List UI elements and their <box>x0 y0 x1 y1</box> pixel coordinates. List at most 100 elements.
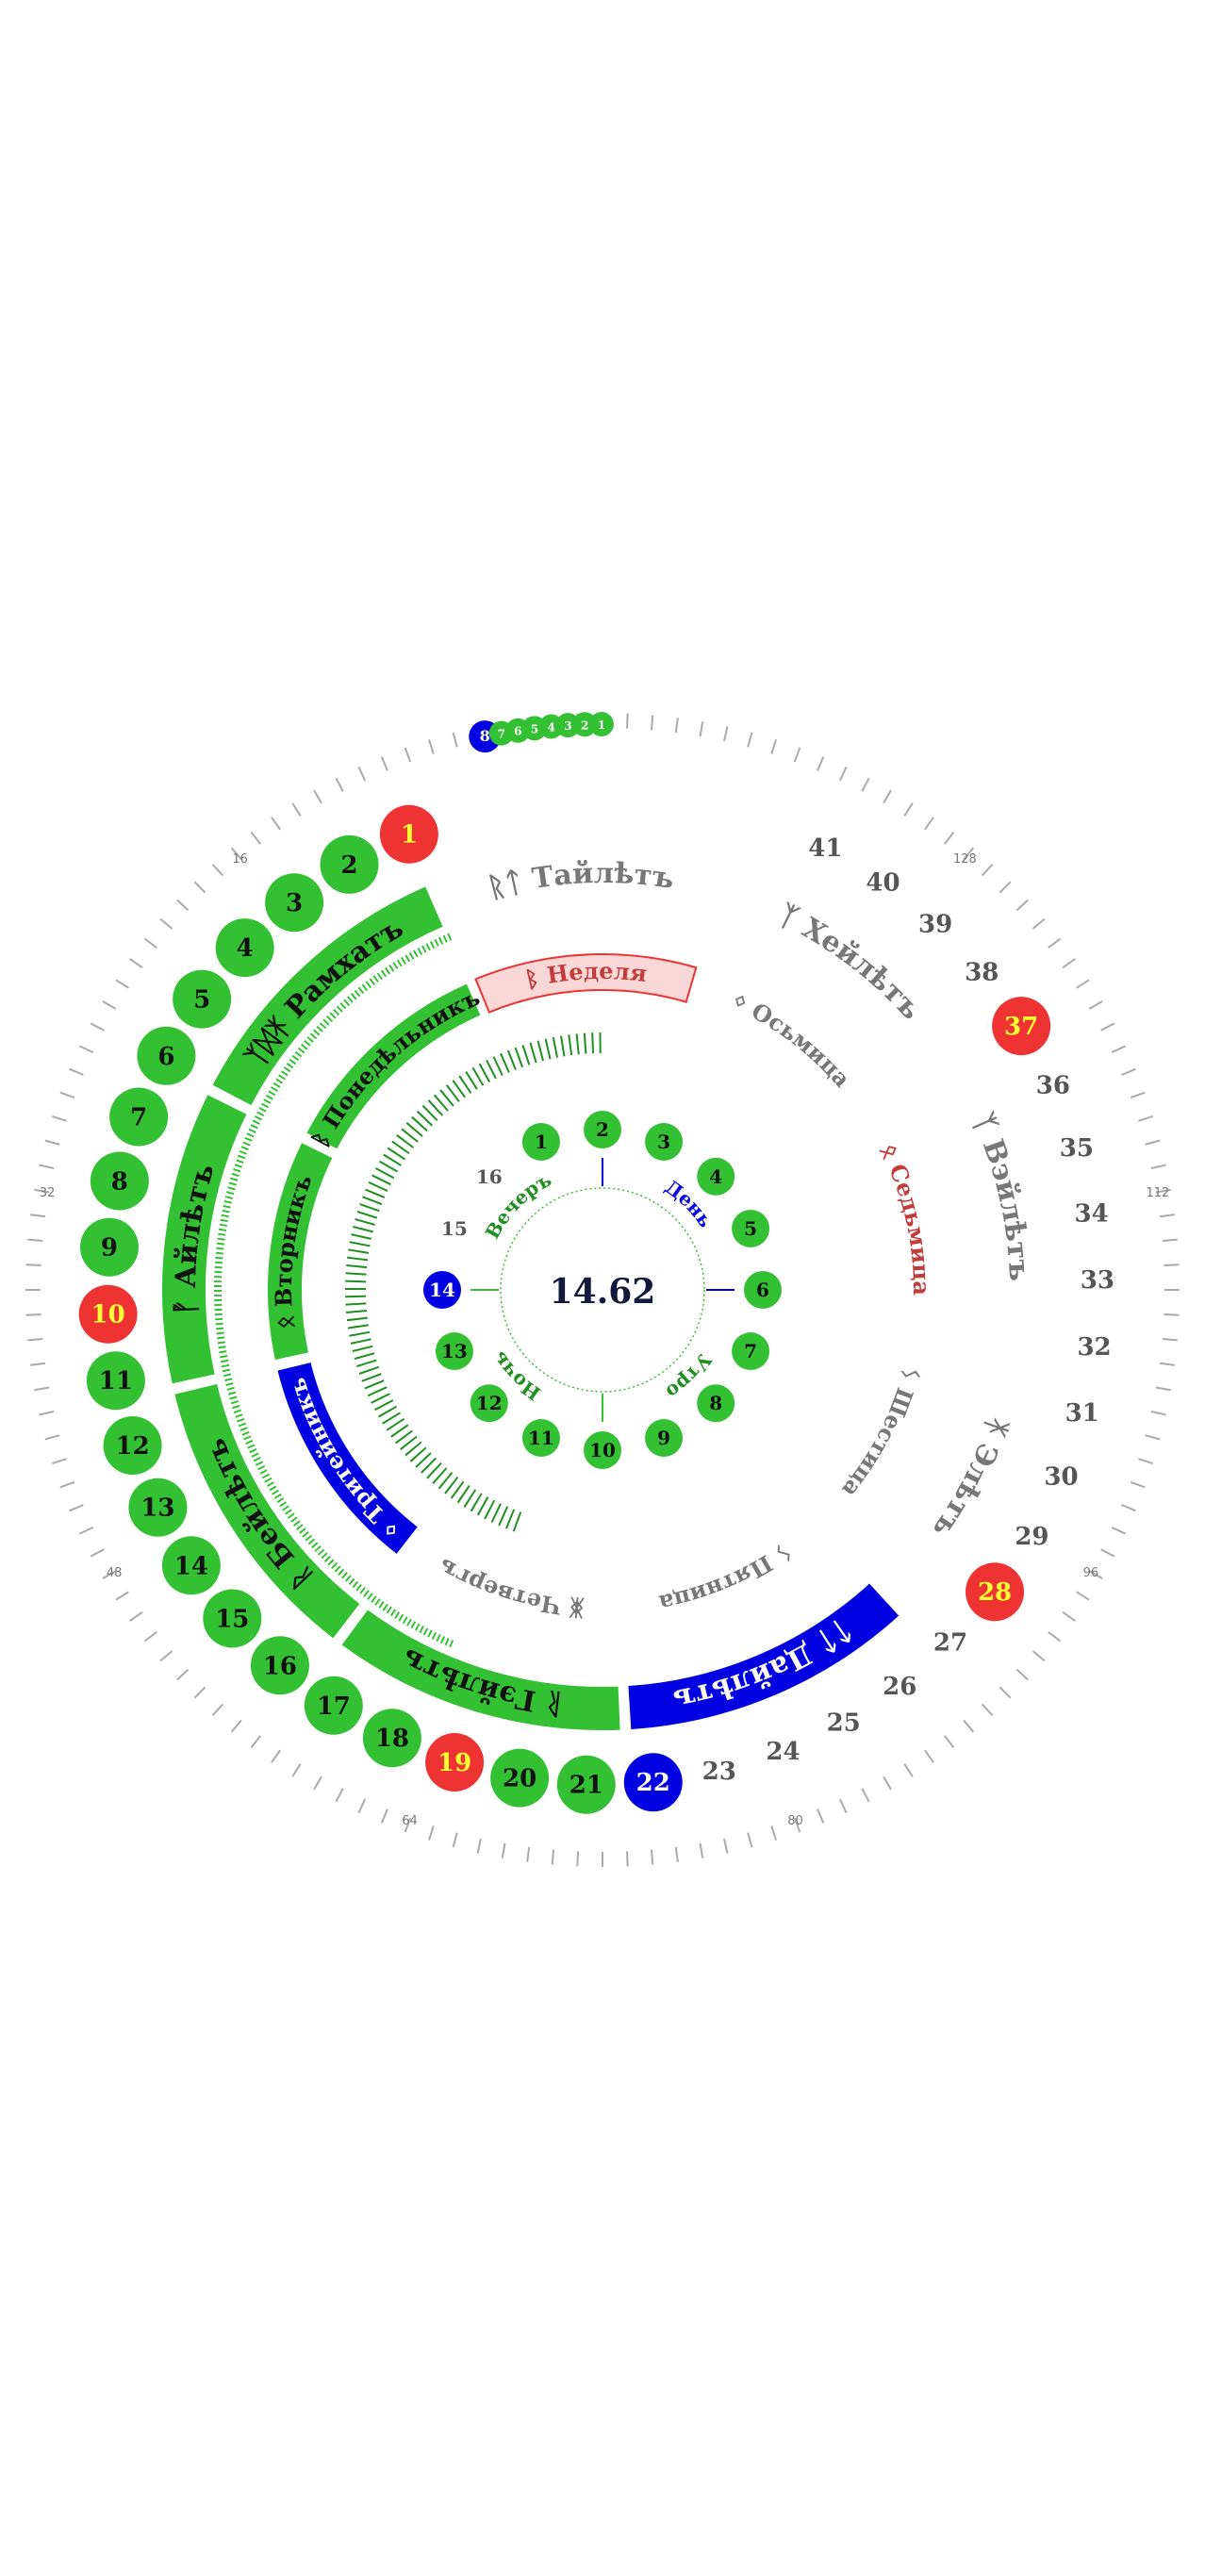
progress-dot-label: 6 <box>514 725 521 738</box>
day-circle <box>362 1709 421 1768</box>
hour-circle <box>697 1157 735 1196</box>
day-circle <box>992 997 1051 1056</box>
hour-circle <box>423 1271 461 1309</box>
day-number: 35 <box>1060 1134 1094 1163</box>
day-number: 36 <box>1036 1072 1070 1100</box>
tick-mark <box>176 1668 190 1681</box>
hour-circle <box>732 1332 770 1371</box>
tick-mark <box>1159 1214 1175 1218</box>
tick-mark <box>335 777 344 792</box>
tick-mark <box>1121 1504 1136 1512</box>
tick-mark <box>250 831 261 845</box>
day-number: 18 <box>375 1725 409 1753</box>
tick-mark <box>30 1362 46 1366</box>
day-number: 3 <box>286 889 303 917</box>
tick-mark <box>39 1164 55 1169</box>
tick-mark <box>1032 917 1046 930</box>
tick-mark <box>230 847 242 861</box>
tick-mark <box>159 1650 173 1662</box>
tick-mark <box>44 1434 60 1441</box>
day-marker: 6 <box>137 1026 196 1085</box>
day-marker: 1 <box>379 804 438 864</box>
tick-mark <box>1162 1337 1178 1342</box>
tick-label: 112 <box>1147 1186 1170 1200</box>
day-number: 23 <box>702 1758 736 1786</box>
day-number: 39 <box>918 910 952 938</box>
tick-label: 128 <box>953 852 977 867</box>
hour-circle <box>744 1271 782 1309</box>
day-circle <box>215 918 274 978</box>
day-circle <box>79 1217 139 1277</box>
tick-label: 16 <box>232 852 248 867</box>
tick-mark <box>1150 1411 1166 1416</box>
tick-mark <box>102 1000 117 1010</box>
tick-mark <box>963 847 975 861</box>
center-value: 14.62 <box>550 1272 656 1312</box>
tick-mark <box>1121 1067 1136 1076</box>
day-number: 28 <box>978 1578 1012 1607</box>
day-marker: 27 <box>933 1628 967 1657</box>
day-number: 14 <box>174 1552 208 1580</box>
tick-mark <box>313 789 322 804</box>
tick-mark <box>1130 1091 1146 1099</box>
tick-mark <box>861 1788 870 1803</box>
weekday-segment <box>275 1360 421 1557</box>
tick-mark <box>747 1832 753 1848</box>
day-number: 29 <box>1015 1523 1048 1551</box>
weekday-label: ᛟ Седьмица <box>875 1139 935 1296</box>
month-label: ᛡ Элѣтъ <box>926 1413 1015 1544</box>
day-number: 8 <box>111 1168 128 1197</box>
tick-mark <box>271 817 281 831</box>
tick-mark <box>115 979 129 989</box>
tick-mark <box>1164 1263 1180 1267</box>
day-circle <box>173 969 232 1029</box>
tick-mark <box>1032 1650 1046 1662</box>
tick-mark <box>723 726 729 742</box>
day-number: 4 <box>237 934 254 963</box>
day-marker: 2 <box>320 834 379 894</box>
day-marker: 23 <box>702 1758 736 1786</box>
month-segment <box>172 1381 363 1642</box>
day-marker: 10 <box>78 1284 138 1344</box>
day-marker: 5 <box>173 969 232 1029</box>
tick-mark <box>27 1337 43 1342</box>
day-marker: 4 <box>215 918 274 978</box>
day-circle <box>320 834 379 894</box>
hour-number: 7 <box>744 1340 757 1362</box>
tick-mark <box>1111 1045 1127 1054</box>
day-circle <box>425 1733 485 1792</box>
tick-mark <box>452 732 458 748</box>
day-circle <box>161 1536 221 1595</box>
tick-mark <box>999 1686 1012 1699</box>
month-label: ᛉ Вэйлѣтъ <box>966 1109 1035 1282</box>
tick-mark <box>793 1817 801 1833</box>
hour-circle <box>470 1384 508 1423</box>
hour-number: 11 <box>528 1427 554 1449</box>
day-number: 12 <box>116 1432 150 1461</box>
hour-number: 5 <box>744 1217 757 1240</box>
tick-mark <box>883 1775 892 1791</box>
tick-mark <box>1145 1434 1161 1441</box>
tick-mark <box>129 958 143 968</box>
day-number: 22 <box>636 1769 670 1797</box>
tick-mark <box>78 1045 94 1054</box>
month-label: ᚱᛏ Тайлѣтъ <box>485 857 676 905</box>
day-marker: 3 <box>265 873 324 933</box>
tick-mark <box>1062 1611 1076 1622</box>
hour-circle <box>645 1419 684 1458</box>
day-marker: 25 <box>827 1709 861 1738</box>
day-circle <box>137 1026 196 1085</box>
tick-mark <box>39 1411 55 1416</box>
tick-mark <box>428 739 435 754</box>
weekday-segment <box>266 1140 336 1362</box>
day-marker: 20 <box>490 1748 550 1808</box>
day-circle <box>304 1676 363 1735</box>
day-number: 26 <box>883 1673 916 1701</box>
day-marker: 38 <box>965 959 999 987</box>
day-number: 19 <box>437 1749 471 1777</box>
day-marker: 7 <box>109 1087 169 1147</box>
tick-mark <box>699 1842 704 1858</box>
tick-mark <box>770 739 777 754</box>
day-circle <box>78 1284 138 1344</box>
